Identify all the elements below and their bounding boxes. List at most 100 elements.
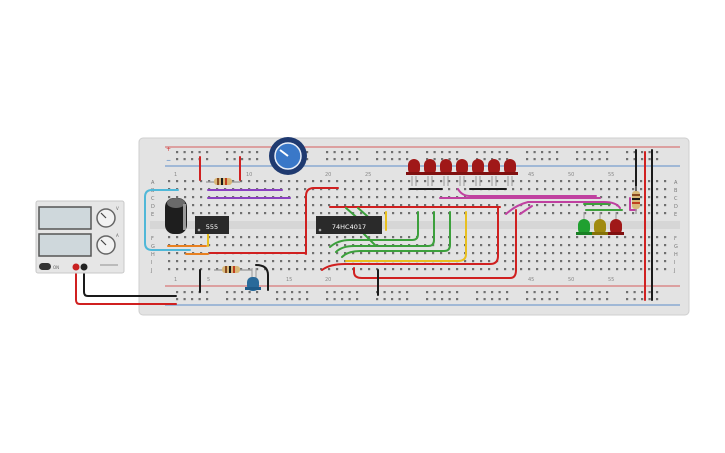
breadboard-hole[interactable] — [536, 212, 539, 215]
breadboard-hole[interactable] — [528, 268, 531, 271]
breadboard-hole[interactable] — [576, 236, 579, 239]
breadboard-hole[interactable] — [560, 252, 563, 255]
breadboard-hole[interactable] — [656, 252, 659, 255]
breadboard-hole[interactable] — [488, 204, 491, 207]
breadboard-hole[interactable] — [632, 260, 635, 263]
breadboard-hole[interactable] — [356, 151, 359, 154]
breadboard-hole[interactable] — [312, 196, 315, 199]
breadboard-hole[interactable] — [352, 236, 355, 239]
breadboard-hole[interactable] — [184, 268, 187, 271]
breadboard-hole[interactable] — [304, 180, 307, 183]
breadboard-hole[interactable] — [520, 268, 523, 271]
breadboard-hole[interactable] — [272, 244, 275, 247]
wire-red-3[interactable] — [305, 187, 339, 255]
breadboard-hole[interactable] — [256, 244, 259, 247]
breadboard-hole[interactable] — [632, 180, 635, 183]
led-red-2[interactable] — [422, 159, 438, 186]
breadboard-hole[interactable] — [626, 298, 629, 301]
breadboard-hole[interactable] — [656, 244, 659, 247]
breadboard-hole[interactable] — [504, 244, 507, 247]
breadboard-hole[interactable] — [664, 212, 667, 215]
breadboard-hole[interactable] — [168, 180, 171, 183]
breadboard-hole[interactable] — [476, 298, 479, 301]
breadboard-hole[interactable] — [583, 158, 586, 161]
breadboard-hole[interactable] — [600, 180, 603, 183]
breadboard-hole[interactable] — [616, 188, 619, 191]
breadboard-hole[interactable] — [240, 236, 243, 239]
breadboard-hole[interactable] — [541, 151, 544, 154]
breadboard-hole[interactable] — [192, 188, 195, 191]
breadboard-hole[interactable] — [192, 180, 195, 183]
breadboard-hole[interactable] — [606, 291, 609, 294]
breadboard-hole[interactable] — [633, 291, 636, 294]
breadboard-hole[interactable] — [533, 158, 536, 161]
breadboard-hole[interactable] — [648, 252, 651, 255]
breadboard-hole[interactable] — [432, 180, 435, 183]
breadboard-hole[interactable] — [280, 204, 283, 207]
breadboard-hole[interactable] — [333, 158, 336, 161]
breadboard-hole[interactable] — [472, 260, 475, 263]
breadboard-hole[interactable] — [440, 212, 443, 215]
breadboard-hole[interactable] — [360, 196, 363, 199]
breadboard-hole[interactable] — [498, 158, 501, 161]
breadboard-hole[interactable] — [456, 151, 459, 154]
breadboard-hole[interactable] — [504, 236, 507, 239]
breadboard-hole[interactable] — [312, 236, 315, 239]
breadboard-hole[interactable] — [256, 291, 259, 294]
breadboard[interactable]: + − A B C D E F G H I J A B C D E F G H … — [138, 137, 690, 316]
breadboard-hole[interactable] — [320, 188, 323, 191]
breadboard-hole[interactable] — [426, 298, 429, 301]
breadboard-hole[interactable] — [433, 291, 436, 294]
breadboard-hole[interactable] — [536, 236, 539, 239]
breadboard-hole[interactable] — [232, 212, 235, 215]
breadboard-hole[interactable] — [504, 204, 507, 207]
breadboard-hole[interactable] — [341, 291, 344, 294]
breadboard-hole[interactable] — [624, 180, 627, 183]
breadboard-hole[interactable] — [632, 252, 635, 255]
breadboard-hole[interactable] — [464, 204, 467, 207]
breadboard-hole[interactable] — [632, 212, 635, 215]
led-row[interactable] — [406, 159, 518, 186]
breadboard-hole[interactable] — [656, 188, 659, 191]
breadboard-hole[interactable] — [320, 244, 323, 247]
breadboard-hole[interactable] — [541, 291, 544, 294]
breadboard-hole[interactable] — [576, 204, 579, 207]
breadboard-hole[interactable] — [536, 188, 539, 191]
breadboard-hole[interactable] — [526, 291, 529, 294]
breadboard-hole[interactable] — [664, 204, 667, 207]
breadboard-hole[interactable] — [528, 212, 531, 215]
breadboard-hole[interactable] — [183, 298, 186, 301]
breadboard-hole[interactable] — [584, 260, 587, 263]
breadboard-hole[interactable] — [432, 204, 435, 207]
breadboard-hole[interactable] — [352, 196, 355, 199]
breadboard-hole[interactable] — [328, 196, 331, 199]
breadboard-hole[interactable] — [432, 196, 435, 199]
breadboard-hole[interactable] — [472, 180, 475, 183]
breadboard-hole[interactable] — [624, 252, 627, 255]
breadboard-hole[interactable] — [283, 291, 286, 294]
breadboard-hole[interactable] — [440, 244, 443, 247]
breadboard-hole[interactable] — [536, 180, 539, 183]
electrolytic-capacitor[interactable] — [165, 198, 187, 234]
breadboard-hole[interactable] — [498, 298, 501, 301]
breadboard-hole[interactable] — [552, 260, 555, 263]
breadboard-hole[interactable] — [400, 236, 403, 239]
wire-green-3[interactable] — [335, 211, 435, 253]
breadboard-hole[interactable] — [320, 252, 323, 255]
breadboard-hole[interactable] — [398, 151, 401, 154]
breadboard-hole[interactable] — [626, 291, 629, 294]
breadboard-hole[interactable] — [533, 291, 536, 294]
breadboard-hole[interactable] — [312, 212, 315, 215]
breadboard-hole[interactable] — [491, 291, 494, 294]
breadboard-hole[interactable] — [356, 298, 359, 301]
breadboard-hole[interactable] — [552, 212, 555, 215]
breadboard-hole[interactable] — [648, 260, 651, 263]
breadboard-hole[interactable] — [576, 212, 579, 215]
breadboard-hole[interactable] — [391, 291, 394, 294]
breadboard-hole[interactable] — [576, 151, 579, 154]
breadboard-hole[interactable] — [648, 244, 651, 247]
breadboard-hole[interactable] — [226, 158, 229, 161]
breadboard-hole[interactable] — [200, 188, 203, 191]
wire-magenta-5[interactable] — [629, 197, 637, 211]
breadboard-hole[interactable] — [256, 212, 259, 215]
